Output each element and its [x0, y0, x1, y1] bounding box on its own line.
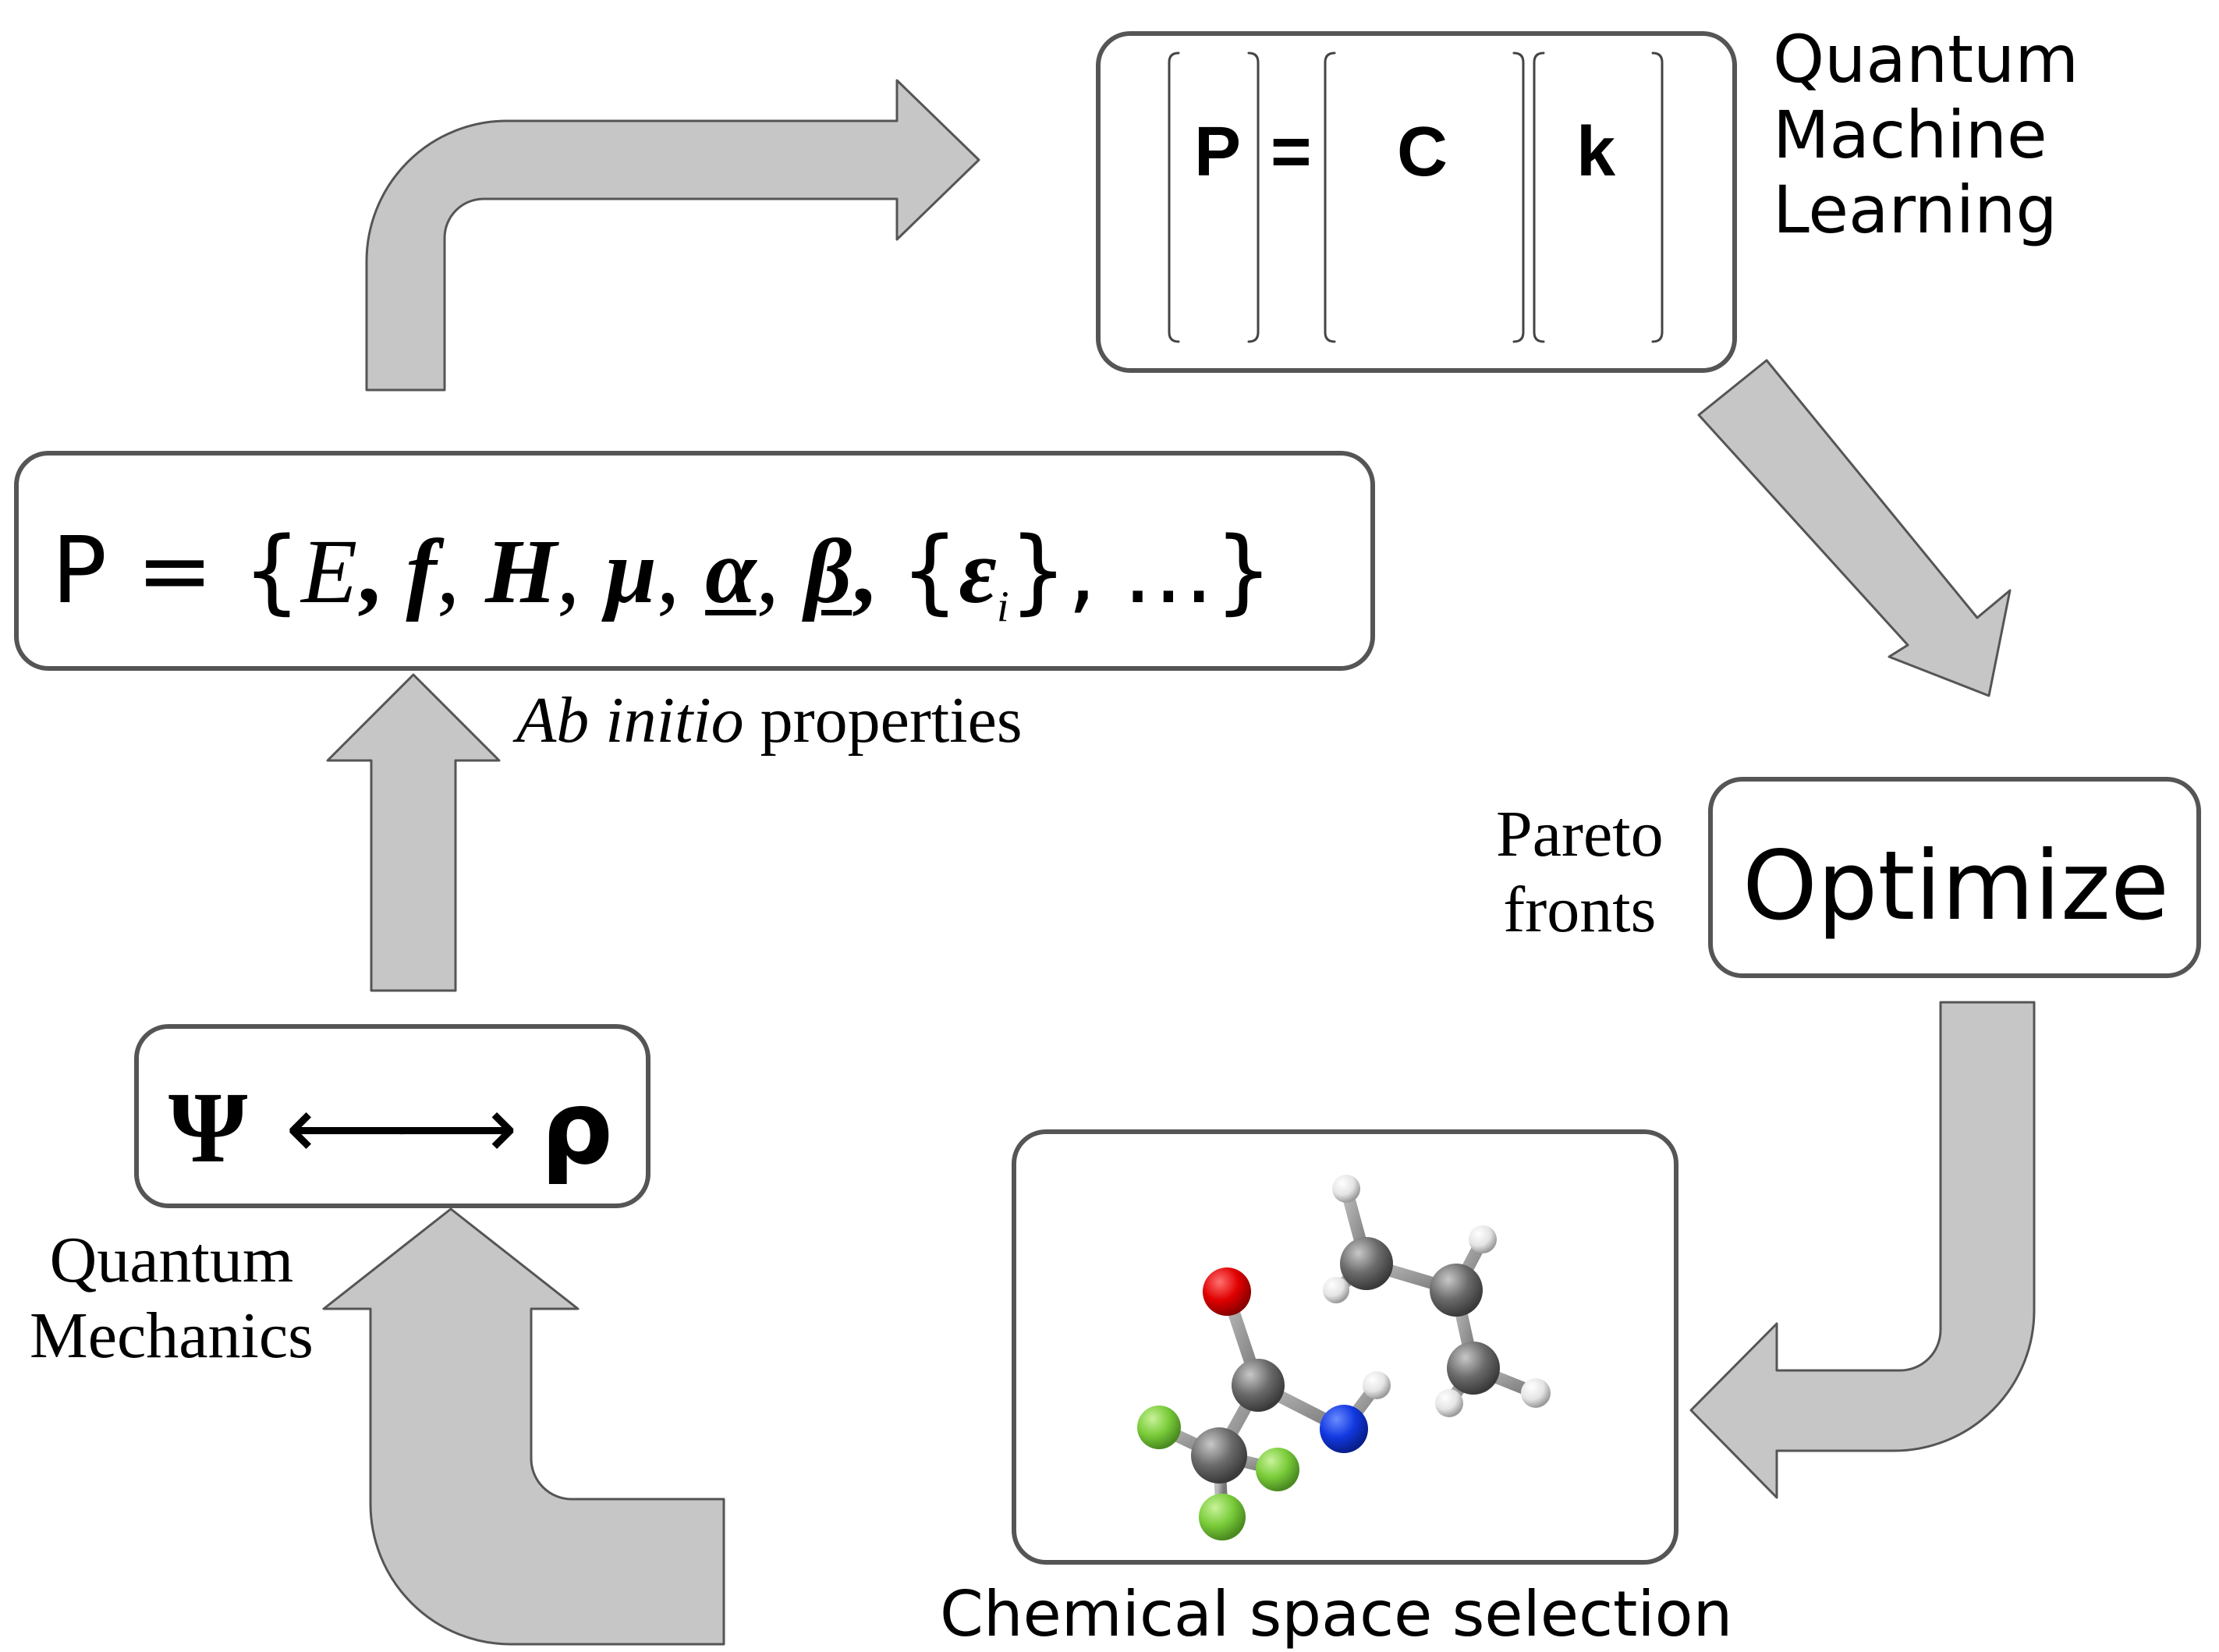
carbon-atom — [1340, 1237, 1393, 1290]
fluorine-atom — [1256, 1448, 1299, 1491]
hydrogen-atom — [1332, 1175, 1360, 1203]
matrix-k-label: k — [1576, 113, 1616, 191]
arrow-to-properties — [326, 673, 501, 992]
qml-caption-line-2: Machine — [1773, 96, 2047, 173]
carbon-atom — [1191, 1427, 1247, 1484]
chemical-space-caption: Chemical space selection — [940, 1578, 1733, 1650]
bidirectional-arrow: ⟵⟶ — [285, 1078, 517, 1178]
symbol-polarizability: α — [705, 520, 757, 622]
qml-caption: Quantum Machine Learning — [1773, 22, 2079, 248]
hydrogen-atom — [1435, 1389, 1463, 1417]
matrix-equals: = — [1271, 113, 1312, 191]
matrix-brackets — [1168, 51, 1664, 343]
hydrogen-atom — [1323, 1277, 1349, 1303]
symbol-eigenvalues: ε — [959, 520, 997, 622]
hydrogen-atom — [1469, 1225, 1497, 1253]
symbol-forces: f — [406, 520, 437, 622]
carbon-atom — [1447, 1342, 1500, 1395]
fluorine-atom — [1137, 1406, 1181, 1449]
qm-caption-line-1: Quantum — [49, 1224, 294, 1296]
nitrogen-atom — [1320, 1405, 1368, 1453]
properties-formula: P = {E, f, H, μ, α, β, {εi}, …} — [51, 516, 1273, 632]
carbon-atom — [1430, 1264, 1483, 1317]
symbol-energy: E — [301, 520, 358, 622]
pareto-line-2: fronts — [1503, 873, 1657, 946]
fluorine-atom — [1199, 1494, 1246, 1540]
molecule-ball-and-stick-icon — [1137, 1175, 1551, 1540]
qml-caption-line-3: Learning — [1773, 172, 2058, 249]
arrow-to-qml — [365, 79, 980, 392]
arrow-to-chemical-space — [1689, 1001, 2036, 1499]
hydrogen-atom — [1521, 1378, 1551, 1408]
chemical-space-box — [1012, 1129, 1678, 1565]
psi-symbol: Ψ — [168, 1072, 248, 1184]
pareto-caption: Pareto fronts — [1496, 797, 1664, 948]
properties-box: P = {E, f, H, μ, α, β, {εi}, …} — [14, 451, 1375, 671]
ab-initio-text: Ab initio — [516, 684, 744, 757]
quantum-mechanics-box: Ψ ⟵⟶ ρ — [134, 1024, 650, 1208]
matrix-c-label: C — [1397, 113, 1448, 191]
rho-symbol: ρ — [541, 1069, 614, 1187]
hydrogen-atom — [1363, 1371, 1391, 1399]
properties-text: properties — [760, 684, 1023, 757]
arrow-to-optimize — [1697, 359, 2012, 697]
symbol-hyperpolarizability: β — [804, 520, 853, 622]
matrix-p-label: P — [1194, 113, 1242, 191]
symbol-dipole: μ — [605, 520, 657, 622]
eigenvalue-subscript: i — [996, 583, 1009, 632]
qml-caption-line-1: Quantum — [1773, 21, 2079, 97]
symbol-hessian: H — [485, 520, 557, 622]
formula-close: } — [1214, 516, 1273, 624]
pareto-line-1: Pareto — [1496, 798, 1664, 870]
qml-box: P = C k — [1096, 31, 1737, 373]
formula-ellipsis: … — [1122, 516, 1214, 624]
optimize-label: Optimize — [1742, 831, 2170, 941]
optimize-box: Optimize — [1708, 777, 2201, 978]
carbon-atom — [1232, 1359, 1285, 1412]
formula-prefix: P = { — [51, 516, 302, 624]
qm-caption-line-2: Mechanics — [30, 1299, 314, 1372]
properties-caption: Ab initio properties — [516, 688, 1023, 753]
arrow-to-quantum-mechanics — [322, 1207, 725, 1646]
qm-caption: Quantum Mechanics — [30, 1223, 314, 1374]
oxygen-atom — [1203, 1267, 1251, 1316]
